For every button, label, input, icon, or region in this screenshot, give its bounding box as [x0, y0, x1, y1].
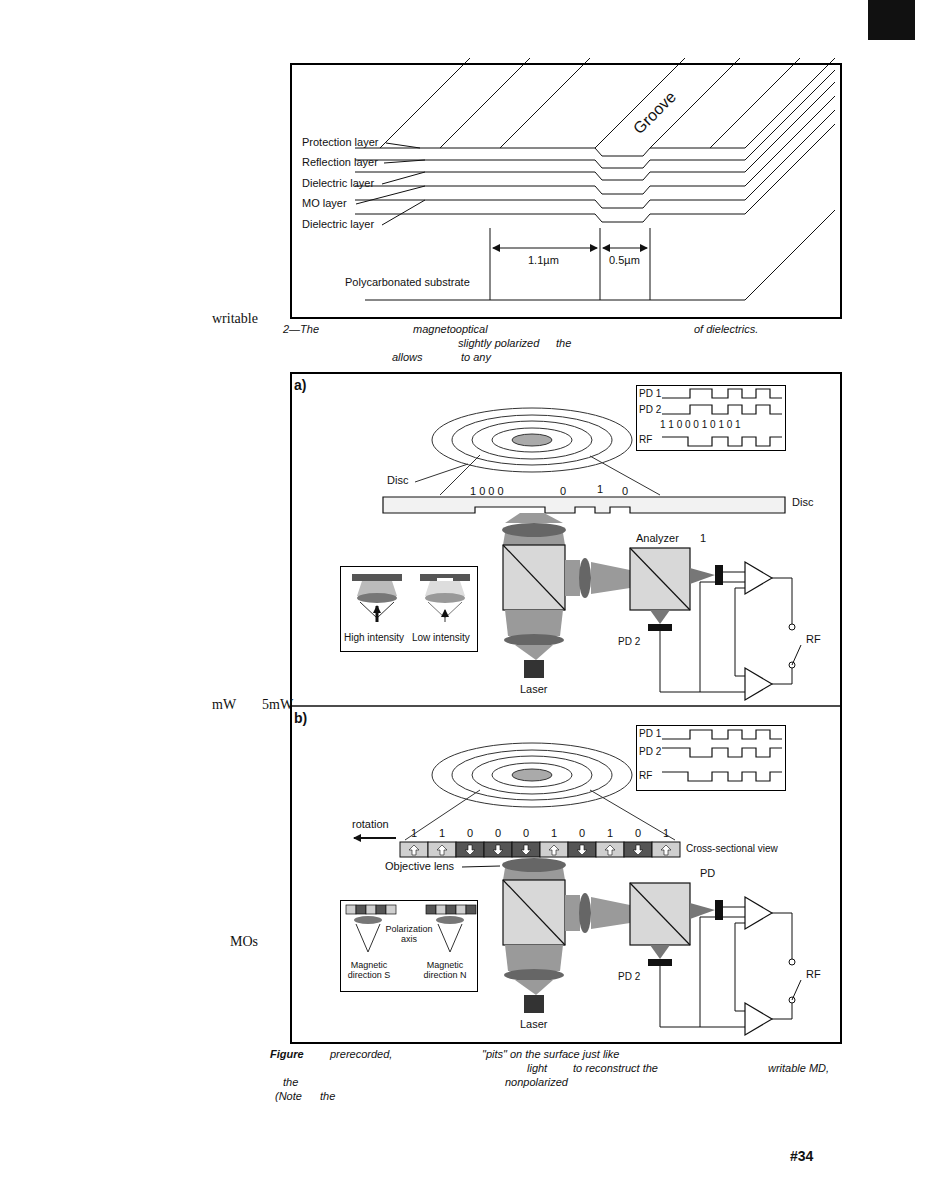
part-label: Objective lens: [385, 860, 454, 873]
part-label: Laser: [520, 683, 548, 696]
caption-text: prerecorded,: [330, 1048, 392, 1061]
part-label: rotation: [352, 818, 389, 831]
bit-label: 0: [467, 827, 473, 840]
caption-text: the: [556, 337, 571, 350]
signal-name: PD 1: [639, 728, 661, 740]
inset-box: Polarization axisMagnetic direction S Mag…: [340, 900, 478, 992]
part-label: Cross-sectional view: [686, 843, 778, 855]
layer-label: MO layer: [302, 197, 347, 210]
layer-label: Protection layer: [302, 136, 378, 149]
page-number: #34: [790, 1148, 813, 1164]
bit-label: 1: [411, 827, 417, 840]
waveform-box: PD 1 PD 2 RF: [636, 725, 786, 791]
signal-name: RF: [806, 968, 821, 981]
bit-label: 1: [439, 827, 445, 840]
signal-name: PD 1: [639, 388, 661, 400]
part-label: PD: [700, 867, 715, 880]
caption-text: 2—The: [283, 323, 319, 336]
bit-label: 0: [622, 485, 628, 498]
layer-label: Reflection layer: [302, 156, 378, 169]
caption-text: Figure: [270, 1048, 304, 1061]
body-text: MOs: [230, 934, 258, 950]
caption-text: writable MD,: [768, 1062, 829, 1075]
panel-letter: b): [294, 710, 307, 726]
layer-label: Dielectric layer: [302, 177, 374, 190]
inset-label: Polarization axis: [384, 924, 434, 945]
bit-label: 0: [560, 485, 566, 498]
caption-text: "pits" on the surface just like: [482, 1048, 619, 1061]
part-label: Laser: [520, 1018, 548, 1031]
dimension: 1.1µm: [528, 254, 559, 267]
body-text: writable: [212, 311, 258, 327]
bit-label: 0: [495, 827, 501, 840]
layer-label: Dielectric layer: [302, 218, 374, 231]
caption-text: allows: [392, 351, 423, 364]
part-label: PD 2: [618, 636, 640, 648]
caption-text: slightly polarized: [458, 337, 539, 350]
groove-label: Groove: [629, 87, 682, 140]
signal-name: RF: [639, 434, 652, 446]
caption-text: the: [320, 1090, 335, 1103]
bit-label: 0: [523, 827, 529, 840]
caption-text: (Note: [275, 1090, 302, 1103]
caption-text: magnetooptical: [413, 323, 488, 336]
bit-label: 1: [663, 827, 669, 840]
signal-name: RF: [639, 770, 652, 782]
caption-text: light: [527, 1062, 547, 1075]
dimension: 0.5µm: [609, 254, 640, 267]
signal-name: PD 2: [639, 746, 661, 758]
inset-box: High intensity Low intensity: [340, 566, 478, 652]
caption-text: nonpolarized: [505, 1076, 568, 1089]
inset-label: Magnetic direction S: [344, 960, 394, 981]
body-text: 5mW: [262, 697, 293, 713]
bit-label: 0: [635, 827, 641, 840]
bit-label: 1: [607, 827, 613, 840]
inset-label: Magnetic direction N: [420, 960, 470, 981]
part-label: 1: [700, 532, 706, 545]
part-label: Disc: [792, 496, 813, 509]
inset-label: Low intensity: [412, 632, 470, 644]
bit-sequence: 1 1 0 0 0 1 0 1 0 1: [660, 419, 741, 431]
waveform-box: PD 1 PD 2 1 1 0 0 0 1 0 1 0 1 RF: [636, 385, 786, 451]
body-text: mW: [212, 697, 236, 713]
figure-frame: Protection layerReflection layerDielectr…: [290, 63, 842, 319]
figure-frame: a)b)PD 1PD 21 1 0 0 0 1 0 1 0 1RFHigh in…: [290, 372, 842, 1044]
bit-label: 0: [579, 827, 585, 840]
part-label: Analyzer: [636, 532, 679, 545]
part-label: Disc: [387, 474, 408, 487]
signal-name: PD 2: [639, 404, 661, 416]
inset-label: High intensity: [344, 632, 404, 644]
part-label: PD 2: [618, 971, 640, 983]
caption-text: of dielectrics.: [694, 323, 758, 336]
caption-text: the: [283, 1076, 298, 1089]
bit-label: 1: [597, 483, 603, 496]
caption-text: to any: [461, 351, 491, 364]
bit-label: 1 0 0 0: [470, 485, 504, 498]
layer-label: Polycarbonated substrate: [345, 276, 470, 289]
panel-letter: a): [294, 377, 306, 393]
signal-name: RF: [806, 633, 821, 646]
bit-label: 1: [551, 827, 557, 840]
caption-text: to reconstruct the: [573, 1062, 658, 1075]
